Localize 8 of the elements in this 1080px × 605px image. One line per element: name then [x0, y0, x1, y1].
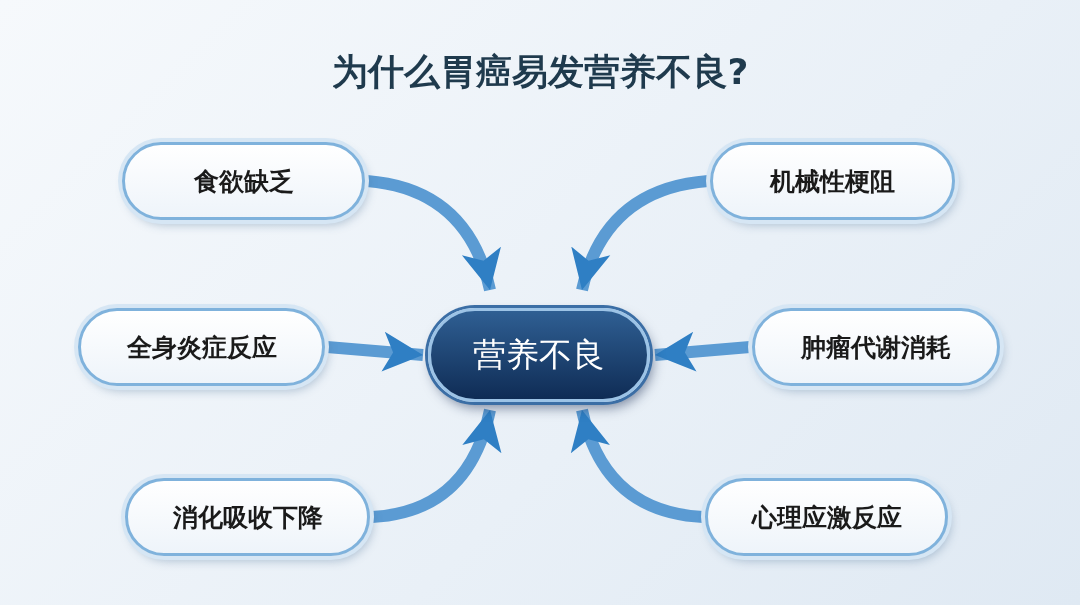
arrow	[326, 331, 424, 372]
arrow	[654, 331, 751, 372]
arrow	[573, 175, 709, 292]
arrow	[366, 175, 500, 292]
arrow	[371, 408, 500, 523]
arrow	[572, 408, 704, 523]
title: 为什么胃癌易发营养不良?	[330, 50, 750, 94]
center-box: 营养不良	[428, 308, 650, 402]
